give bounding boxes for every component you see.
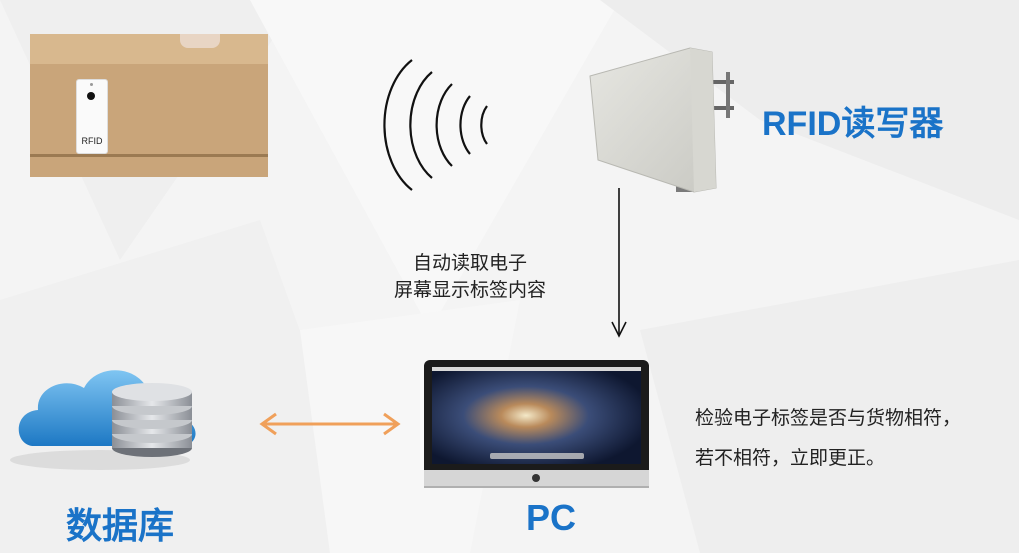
- read-process-line2: 屏幕显示标签内容: [393, 279, 546, 301]
- verification-line1: 检验电子标签是否与货物相符，: [695, 407, 962, 429]
- down-arrow-icon: [611, 188, 627, 338]
- hand: [180, 34, 220, 48]
- rfid-reader-antenna-icon: [589, 47, 734, 193]
- cardboard-box-photo: [30, 34, 268, 177]
- read-process-line1: 自动读取电子: [412, 252, 527, 274]
- rfid-tag: RFID: [76, 79, 108, 154]
- double-arrow-icon: [259, 412, 401, 436]
- database-label: 数据库: [66, 505, 175, 546]
- box-top: [30, 34, 268, 64]
- read-process-text: 自动读取电子 屏幕显示标签内容: [370, 250, 570, 304]
- verification-text: 检验电子标签是否与货物相符， 若不相符，立即更正。: [695, 398, 1015, 478]
- pc-label: PC: [526, 497, 577, 538]
- tag-hole: [87, 92, 95, 100]
- database-cloud-icon: [10, 370, 196, 470]
- box-seam: [30, 154, 268, 157]
- tag-dot: [90, 83, 93, 86]
- rfid-reader-label: RFID读写器: [762, 105, 944, 143]
- pc-monitor-icon: [424, 360, 649, 488]
- radio-waves-icon: [383, 59, 488, 191]
- tag-label: RFID: [81, 136, 103, 146]
- verification-line2: 若不相符，立即更正。: [695, 447, 886, 469]
